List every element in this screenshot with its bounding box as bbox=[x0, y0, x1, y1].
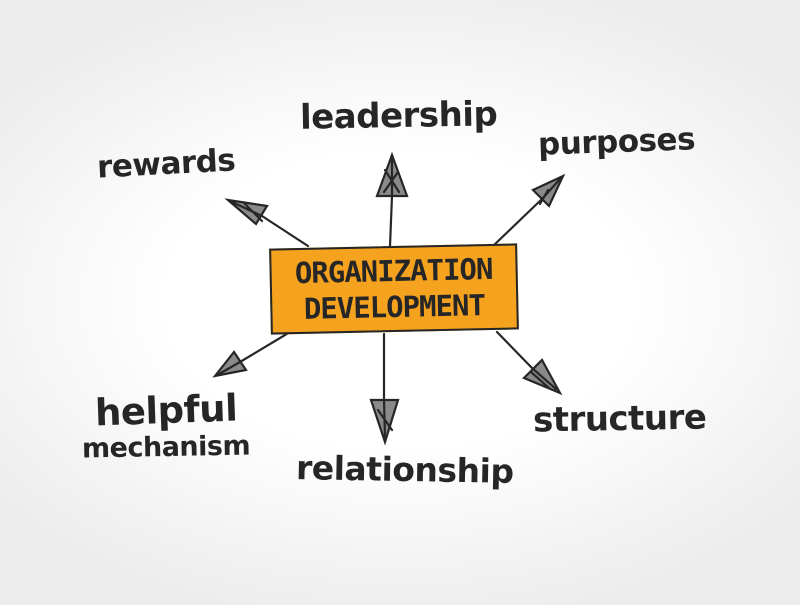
branch-rewards: rewards bbox=[96, 142, 237, 186]
arrowhead-rewards bbox=[224, 198, 269, 226]
branch-structure: structure bbox=[532, 397, 707, 441]
center-title-line1: ORGANIZATION bbox=[294, 251, 493, 291]
branch-helpful: helpful bbox=[94, 386, 238, 435]
arrow-structure bbox=[495, 330, 534, 370]
arrowhead-relationship bbox=[369, 398, 400, 446]
arrow-helpful bbox=[238, 330, 292, 364]
branch-mechanism: mechanism bbox=[81, 430, 251, 465]
arrow-leadership bbox=[388, 194, 394, 248]
branch-relationship: relationship bbox=[295, 448, 514, 491]
center-topic-box: ORGANIZATION DEVELOPMENT bbox=[269, 243, 519, 335]
arrowhead-purposes bbox=[531, 173, 566, 208]
arrowhead-structure bbox=[522, 358, 563, 396]
arrowhead-helpful bbox=[212, 350, 248, 378]
branch-leadership: leadership bbox=[299, 94, 498, 138]
arrow-purposes bbox=[491, 196, 545, 248]
branch-purposes: purposes bbox=[537, 121, 696, 163]
arrowhead-leadership bbox=[375, 151, 409, 198]
center-title-line2: DEVELOPMENT bbox=[303, 288, 486, 326]
arrow-rewards bbox=[260, 214, 310, 248]
